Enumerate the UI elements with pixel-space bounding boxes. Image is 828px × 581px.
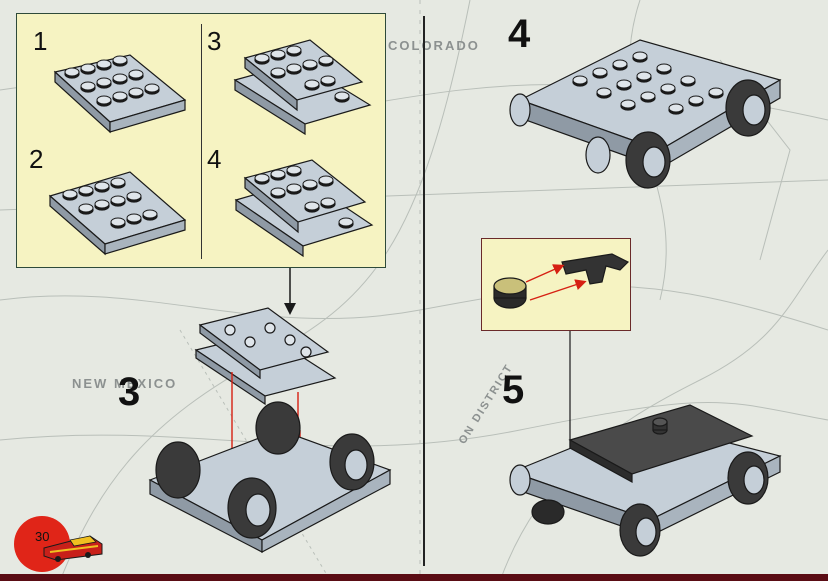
bottom-bar	[0, 574, 828, 581]
step-number-4: 4	[508, 12, 530, 57]
panel-divider	[201, 24, 202, 259]
step-number-5: 5	[502, 368, 524, 413]
locomotive-logo-icon	[40, 530, 104, 564]
column-divider	[423, 16, 425, 566]
subassembly-panel: 1 3 2 4	[16, 13, 386, 268]
substep-number-2: 2	[29, 144, 43, 175]
map-label-colorado: COLORADO	[388, 38, 480, 53]
substep-number-3: 3	[207, 26, 221, 57]
page-number: 30	[35, 529, 49, 544]
parts-callout-box	[481, 238, 631, 331]
substep-number-1: 1	[33, 26, 47, 57]
step-number-3: 3	[118, 370, 140, 415]
substep-number-4: 4	[207, 144, 221, 175]
